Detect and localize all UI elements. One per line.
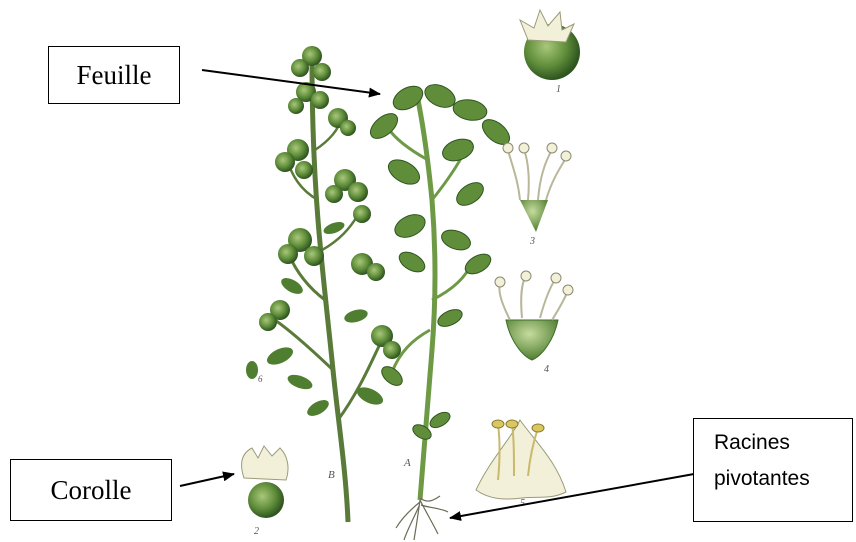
svg-text:6: 6 — [258, 374, 263, 384]
svg-text:1: 1 — [556, 84, 561, 95]
racines-label-box: Racines pivotantes — [693, 418, 853, 522]
svg-text:3: 3 — [529, 236, 535, 247]
racines-label-line2: pivotantes — [714, 461, 810, 497]
plant-b: B — [246, 46, 401, 522]
feuille-label-box: Feuille — [48, 46, 180, 104]
detail-5-open-flower: 5 — [476, 420, 566, 509]
detail-2-corolla: 2 — [242, 446, 288, 537]
racines-label-line1: Racines — [714, 425, 790, 461]
feuille-arrow — [202, 70, 380, 94]
corolle-label-box: Corolle — [10, 459, 172, 521]
corolle-label: Corolle — [51, 475, 132, 506]
svg-text:4: 4 — [544, 364, 549, 375]
detail-4-flower: 4 — [495, 271, 573, 375]
svg-text:A: A — [403, 457, 411, 469]
svg-text:2: 2 — [254, 526, 259, 537]
svg-text:B: B — [328, 469, 335, 481]
detail-3-stamens: 3 — [503, 143, 571, 247]
detail-1-flower-calyx: 1 — [520, 10, 580, 95]
svg-text:5: 5 — [520, 498, 525, 509]
corolle-arrow — [180, 474, 234, 486]
feuille-label: Feuille — [77, 60, 152, 91]
